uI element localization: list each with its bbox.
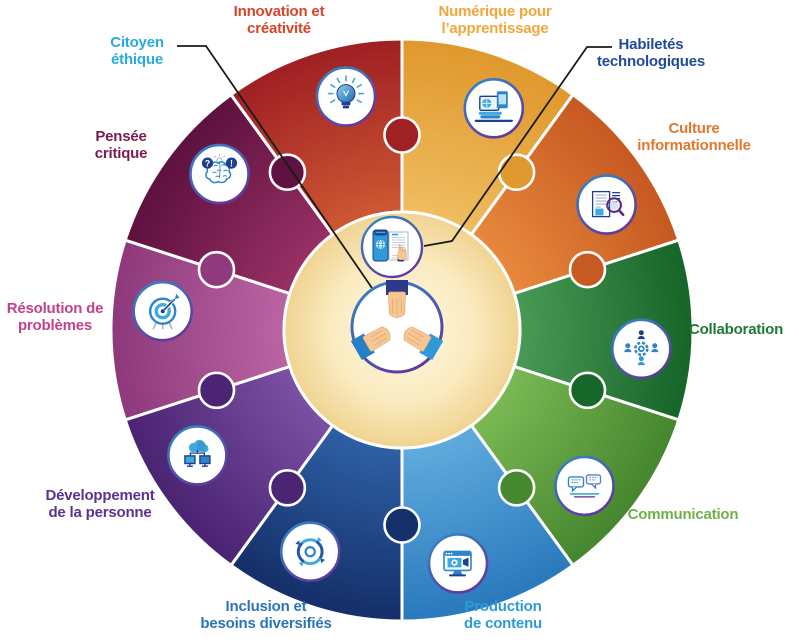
document-search-icon: [576, 174, 637, 235]
label-resolution-de-problemes: Résolution de problèmes: [6, 300, 104, 334]
hands-together-icon: [350, 280, 444, 374]
label-communication: Communication: [627, 506, 739, 523]
label-habiletes-technologiques: Habiletés technologiques: [596, 36, 706, 70]
puzzle-knob: [383, 116, 421, 154]
puzzle-knob: [197, 250, 236, 289]
label-production-de-contenu: Production de contenu: [463, 598, 543, 632]
laptop-learning-icon: [463, 78, 525, 139]
connector-citoyen-ethique: [177, 45, 373, 289]
lightbulb-icon: [315, 66, 377, 127]
label-innovation-et-creativite: Innovation et créativité: [233, 3, 325, 37]
puzzle-knob: [497, 153, 536, 191]
puzzle-knob: [568, 371, 607, 410]
connector-habiletes-technologiques: [423, 46, 612, 247]
cycle-arrows-icon: [279, 521, 341, 583]
chat-bubbles-icon: [554, 455, 615, 517]
brain-critical-icon: ?!: [189, 143, 250, 205]
connector-lines: [177, 45, 612, 289]
puzzle-knob: [383, 506, 421, 544]
device-document-icon: [360, 215, 424, 279]
svg-text:!: !: [230, 158, 233, 168]
people-gear-icon: [610, 318, 672, 380]
puzzle-knob: [268, 468, 307, 507]
cloud-network-icon: [167, 425, 228, 486]
target-dart-icon: [132, 280, 193, 342]
label-pensee-critique: Pensée critique: [94, 128, 148, 162]
label-citoyen-ethique: Citoyen éthique: [110, 34, 164, 68]
svg-text:?: ?: [205, 158, 211, 168]
label-culture-informationnelle: Culture informationnelle: [637, 120, 751, 154]
puzzle-knob: [497, 468, 536, 507]
puzzle-knob: [197, 371, 236, 410]
puzzle-knobs: [197, 116, 607, 544]
puzzle-knob: [268, 153, 307, 191]
label-numerique-pour-apprentissage: Numérique pour l’apprentissage: [438, 3, 552, 37]
monitor-video-icon: [427, 533, 489, 594]
puzzle-knob: [568, 250, 607, 289]
label-developpement-de-la-personne: Développement de la personne: [45, 487, 155, 521]
label-collaboration: Collaboration: [688, 321, 784, 338]
label-inclusion-besoins-diversifies: Inclusion et besoins diversifiés: [200, 598, 332, 632]
